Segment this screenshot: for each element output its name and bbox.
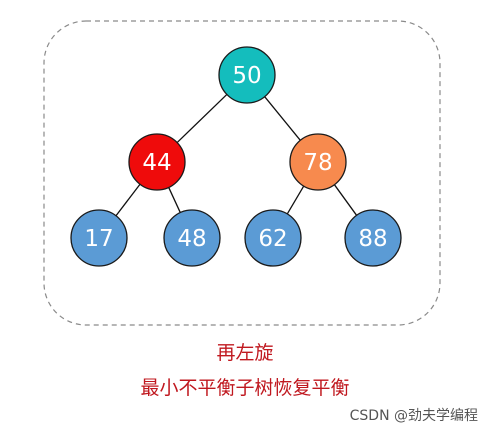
edge-44-17 — [115, 183, 141, 217]
node-label: 78 — [303, 150, 332, 176]
node-label: 17 — [84, 226, 113, 252]
tree-node-50: 50 — [218, 46, 276, 104]
edge-78-62 — [286, 185, 305, 215]
edge-50-78 — [264, 96, 301, 141]
tree-node-17: 17 — [70, 209, 128, 267]
node-label: 62 — [258, 226, 287, 252]
tree-node-48: 48 — [163, 209, 221, 267]
node-circle — [218, 46, 276, 104]
node-circle — [344, 209, 402, 267]
edge-50-44 — [176, 93, 228, 144]
edge-44-48 — [168, 187, 181, 213]
node-label: 50 — [232, 63, 261, 89]
node-circle — [289, 133, 347, 191]
node-circle — [128, 133, 186, 191]
edge-78-88 — [333, 184, 358, 216]
edge-layer — [115, 93, 358, 217]
node-label: 44 — [142, 150, 171, 176]
watermark-credit: CSDN @劲夫学编程 — [349, 408, 478, 424]
tree-node-78: 78 — [289, 133, 347, 191]
caption-rotate-left: 再左旋 — [216, 342, 274, 364]
node-circle — [244, 209, 302, 267]
node-label: 48 — [177, 226, 206, 252]
caption-balance-restored: 最小不平衡子树恢复平衡 — [140, 377, 350, 399]
node-label: 88 — [358, 226, 387, 252]
node-circle — [70, 209, 128, 267]
tree-node-88: 88 — [344, 209, 402, 267]
node-layer: 50 44 78 17 48 62 88 — [70, 46, 402, 267]
node-circle — [163, 209, 221, 267]
tree-node-44: 44 — [128, 133, 186, 191]
tree-node-62: 62 — [244, 209, 302, 267]
dashed-boundary — [43, 20, 441, 326]
